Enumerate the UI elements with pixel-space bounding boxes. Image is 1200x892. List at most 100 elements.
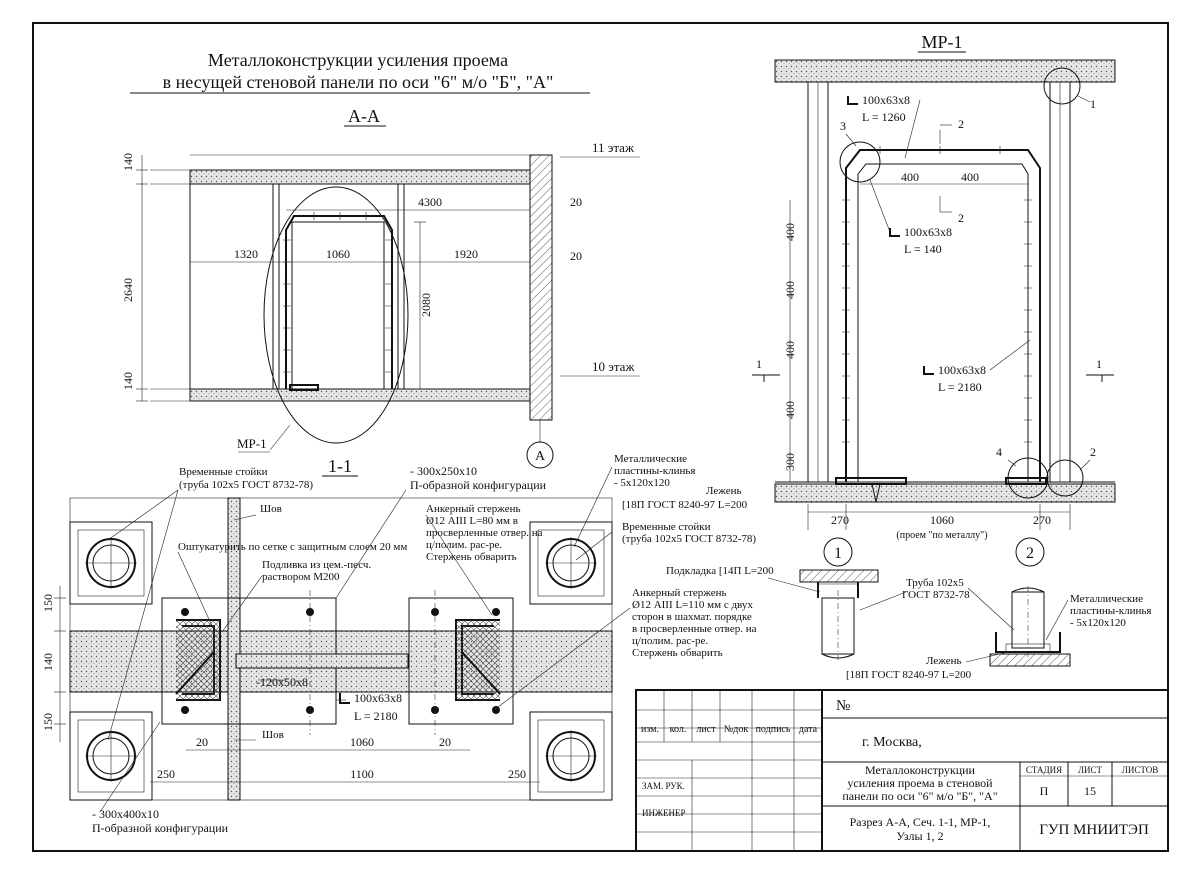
- mp1-cut1-left: 1: [756, 357, 762, 371]
- anchor-top-1: Анкерный стержень: [426, 503, 521, 515]
- stamp-city: г. Москва,: [862, 735, 922, 750]
- mp1-dim-270-left: 270: [831, 513, 849, 527]
- node-beam-1: Лежень: [926, 655, 962, 667]
- stamp-col-2: кол.: [670, 724, 687, 735]
- anchor-bot-6: Стержень обварить: [632, 647, 723, 659]
- mp1-node-1-circle: [1043, 67, 1081, 105]
- mp1-angle-top: 100x63x8: [862, 93, 910, 107]
- stamp-section-desc-2: Узлы 1, 2: [896, 829, 943, 843]
- anchor-bot-3: сторон в шахмат. порядке: [632, 611, 752, 623]
- section-1-1: 1-1: [41, 453, 757, 835]
- mp1-angle-top-len: L = 1260: [862, 110, 906, 124]
- mp1-node-3: 3: [840, 119, 846, 133]
- mp1-node-3-circle: [839, 141, 881, 183]
- mp1-cut2-bot: 2: [958, 211, 964, 225]
- dim-2640: 2640: [121, 278, 135, 302]
- node-beam-2: [18П ГОСТ 8240-97 L=200: [846, 669, 972, 681]
- node-1-marker: [823, 537, 853, 567]
- stamp-stage-header: СТАДИЯ: [1026, 765, 1062, 775]
- dim-140: 140: [41, 653, 55, 671]
- steel-frame-aa: [285, 215, 393, 389]
- node-pipe-2: ГОСТ 8732-78: [902, 589, 970, 601]
- beam-2: [18П ГОСТ 8240-97 L=200: [622, 499, 748, 511]
- dim-1920: 1920: [454, 247, 478, 261]
- plate-top-1: - 300x250x10: [410, 464, 477, 478]
- temp-post-br: [529, 711, 613, 801]
- axis-a-label: А: [535, 449, 546, 464]
- mp1-node-4: 4: [996, 445, 1002, 459]
- mp1-vdim-3: 400: [783, 341, 797, 359]
- anchor-bot-5: ц/полим. рас-ре.: [632, 635, 708, 647]
- title-line-2: в несущей стеновой панели по оси "6" м/о…: [163, 72, 554, 92]
- wedges-3: - 5x120x120: [614, 477, 670, 489]
- drawing-title: Металлоконструкции усиления проема в нес…: [130, 50, 590, 127]
- anchor-bot-2: Ø12 АIII L=110 мм с двух: [632, 599, 753, 611]
- mp1-angle-corner: 100x63x8: [904, 225, 952, 239]
- mp1-angle-side-len: L = 2180: [938, 380, 982, 394]
- stamp-no: №: [836, 698, 850, 714]
- mp1-dim-400-right: 400: [961, 170, 979, 184]
- wedges-2: пластины-клинья: [614, 465, 695, 477]
- dim-150-top: 150: [41, 594, 55, 612]
- mp1-vdim-4: 400: [783, 401, 797, 419]
- stamp-role-1: ЗАМ. РУК.: [642, 781, 685, 791]
- mp1-vdim-2: 400: [783, 281, 797, 299]
- dim-1320: 1320: [234, 247, 258, 261]
- dim-1060-plan: 1060: [350, 735, 374, 749]
- plate-bottom-2: П-образной конфигурации: [92, 821, 229, 835]
- dim-250-right: 250: [508, 767, 526, 781]
- stamp-org: ГУП МНИИТЭП: [1039, 822, 1149, 838]
- mp1-title: МР-1: [921, 32, 962, 52]
- dim-20-a: 20: [570, 195, 582, 209]
- angle-size: 100x63x8: [354, 691, 402, 705]
- mp1-top-slab: [774, 59, 1116, 83]
- beam-1: Лежень: [706, 485, 742, 497]
- mp1-bottom-slab: [774, 483, 1116, 503]
- angle-icon: [339, 693, 350, 704]
- stamp-sheet-header: ЛИСТ: [1078, 765, 1103, 775]
- angle-icon-side: [923, 366, 934, 375]
- section-aa: МР-1 11 этаж 10 этаж А 140 2640 140 1320: [121, 140, 640, 469]
- stamp-desc-2: усиления проема в стеновой: [847, 776, 993, 790]
- dim-4300: 4300: [418, 195, 442, 209]
- mp1-vdim-1: 400: [783, 223, 797, 241]
- dim-150-bot: 150: [41, 713, 55, 731]
- dim-140-bot: 140: [121, 372, 135, 390]
- title-block: изм. кол. лист №док подпись дата ЗАМ. РУ…: [635, 689, 1169, 852]
- stamp-section-desc-1: Разрез А-А, Сеч. 1-1, МР-1,: [850, 815, 991, 829]
- seam-2: Шов: [262, 729, 284, 741]
- grout-1: Подливка из цем.-песч.: [262, 559, 371, 571]
- upper-slab: [189, 169, 531, 185]
- mp1-callout-circle: [263, 186, 409, 444]
- stamp-desc-1: Металлоконструкции: [865, 763, 976, 777]
- plaster-note: Оштукатурить по сетке с защитным слоем 2…: [178, 541, 407, 553]
- sheet-frame: [32, 22, 1169, 852]
- angle-length: L = 2180: [354, 709, 398, 723]
- plate-top-2: П-образной конфигурации: [410, 478, 547, 492]
- mp1-node-2: 2: [1090, 445, 1096, 459]
- node-2-marker: [1015, 537, 1045, 567]
- mp1-vdim-5: 300: [783, 453, 797, 471]
- mp1-angle-corner-len: L = 140: [904, 242, 942, 256]
- lower-slab: [189, 388, 531, 402]
- mp1-node-1: 1: [1090, 97, 1096, 111]
- node-wedges-3: - 5x120x120: [1070, 617, 1126, 629]
- dim-20-b: 20: [570, 249, 582, 263]
- flat-bar: -120x50x8: [256, 675, 308, 689]
- stamp-sheet: 15: [1084, 784, 1096, 798]
- stamp-col-1: изм.: [641, 724, 659, 735]
- mp1-frame: [845, 149, 1041, 482]
- seam-1: Шов: [260, 503, 282, 515]
- temp-posts-left-1: Временные стойки: [179, 466, 268, 478]
- mp1-node-4-circle: [1007, 457, 1049, 499]
- stamp-col-4: №док: [724, 724, 749, 735]
- node-1-label: 1: [834, 545, 842, 562]
- dim-2080: 2080: [419, 293, 433, 317]
- mp1-angle-side: 100x63x8: [938, 363, 986, 377]
- dim-1060: 1060: [326, 247, 350, 261]
- mp1-cut2-top: 2: [958, 117, 964, 131]
- temp-post-tr: [529, 521, 613, 605]
- stamp-col-5: подпись: [756, 724, 791, 735]
